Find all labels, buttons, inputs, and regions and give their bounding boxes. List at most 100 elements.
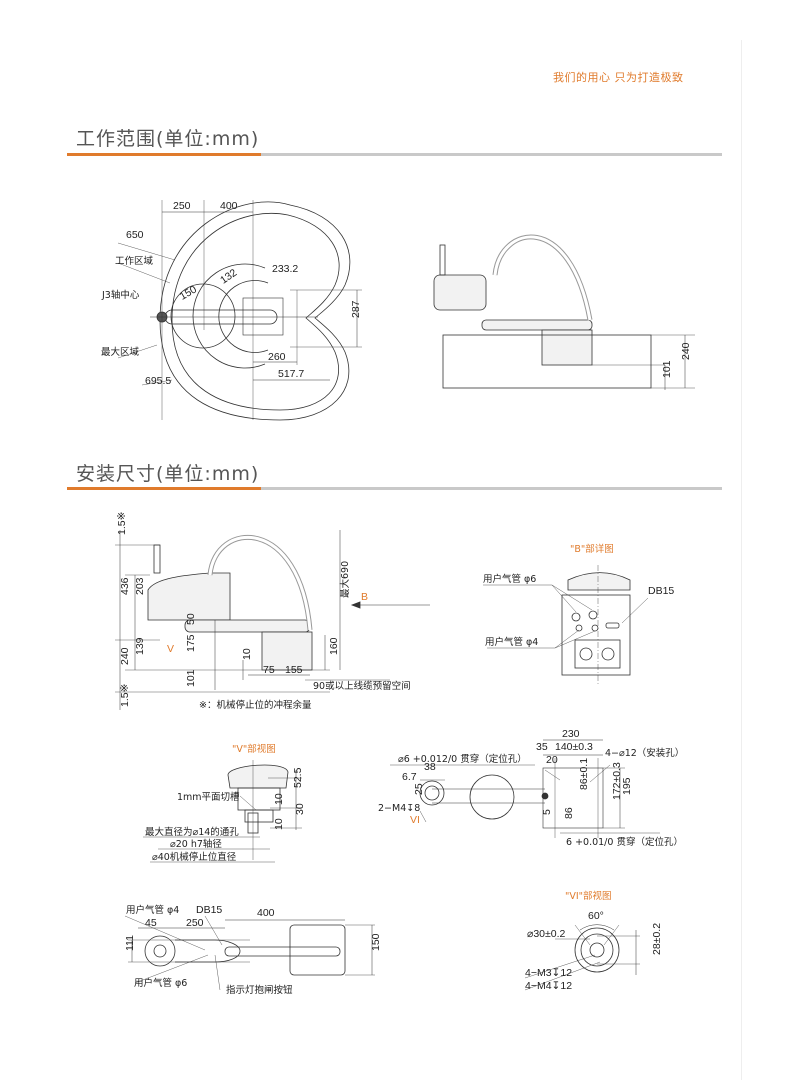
arrow-b-head <box>350 601 361 609</box>
robot-arm-body <box>433 274 487 311</box>
section-rule-accent <box>67 487 261 490</box>
dim-38: 38 <box>424 761 436 773</box>
arrow-b-label: B <box>361 591 368 603</box>
dim-5: 5 <box>541 809 553 815</box>
dim-60-deg: 60° <box>588 910 604 922</box>
base-outline <box>242 297 284 336</box>
z-shaft <box>439 244 446 276</box>
dim-86: 86 <box>563 807 575 819</box>
detail-b-drawing <box>483 565 649 685</box>
air-port-6a <box>571 612 581 622</box>
label-max-area: 最大区域 <box>101 346 140 358</box>
label-work-area: 工作区域 <box>115 255 154 267</box>
dim-240: 240 <box>119 647 131 665</box>
dim-10-bottom: 10 <box>273 818 285 830</box>
slogan: 我们的用心 只为打造极致 <box>553 71 684 84</box>
dim-233-2: 233.2 <box>272 263 298 275</box>
mount-block <box>442 334 652 389</box>
label-m3-holes: 4−M3↧12 <box>525 967 572 979</box>
view-vi-marker: VI <box>410 814 420 826</box>
label-note: ※：机械停止位的冲程余量 <box>199 699 312 711</box>
dim-436: 436 <box>119 577 131 595</box>
robot-base <box>541 329 593 366</box>
label-air-4: 用户气管 φ4 <box>485 636 538 648</box>
label-db15: DB15 <box>196 904 222 916</box>
dim-400: 400 <box>220 200 238 212</box>
dim-250: 250 <box>173 200 191 212</box>
air-port-4a <box>575 624 583 632</box>
dim-45: 45 <box>145 917 157 929</box>
dim-1-5-top: 1.5※ <box>116 511 128 535</box>
dim-203: 203 <box>134 577 146 595</box>
dim-1-5-bottom: 1.5※ <box>119 683 131 707</box>
detail-vi-title: "VI"部视图 <box>565 890 612 902</box>
section-rule <box>67 153 722 156</box>
detail-vi-drawing <box>524 924 640 991</box>
inner-arc <box>192 263 266 369</box>
db15-connector <box>605 622 620 629</box>
label-cable-space: 90或以上线缆预留空间 <box>313 680 411 692</box>
cable <box>492 234 593 321</box>
j2-circle <box>170 283 236 349</box>
dim-260: 260 <box>268 351 286 363</box>
top-install-view-drawing <box>124 915 375 991</box>
label-db15: DB15 <box>648 585 674 597</box>
dim-695-5: 695.5 <box>145 375 171 387</box>
label-flat-groove: 1mm平面切槽 <box>177 791 240 803</box>
dim-160: 160 <box>328 637 340 655</box>
dim-240: 240 <box>680 342 692 360</box>
install-side-view <box>115 530 430 710</box>
dim-30-0-2: ⌀30±0.2 <box>527 928 566 940</box>
max-area-outline <box>159 201 351 421</box>
label-brake-button: 指示灯抱闸按钮 <box>226 984 293 996</box>
label-m4-holes: 4−M4↧12 <box>525 980 572 992</box>
dim-287: 287 <box>350 300 362 318</box>
dim-35: 35 <box>536 741 548 753</box>
label-through-hole: 最大直径为⌀14的通孔 <box>145 826 239 838</box>
detail-b-title: "B"部详图 <box>570 543 614 555</box>
dim-10: 10 <box>241 648 253 660</box>
dim-172: 172±0.3 <box>611 762 623 800</box>
label-j3-center: J3轴中心 <box>101 289 140 301</box>
section-rule-accent <box>67 153 261 156</box>
dim-400: 400 <box>257 907 275 919</box>
label-pin-bottom: 6 +0.01/0 贯穿（定位孔） <box>566 836 683 848</box>
dim-25: 25 <box>413 783 425 795</box>
dim-30: 30 <box>294 803 306 815</box>
label-shaft: ⌀20 h7轴径 <box>170 838 222 850</box>
work-range-side-view <box>433 234 695 390</box>
label-stop-diameter: ⌀40机械停止位直径 <box>152 851 237 863</box>
section-title-install-dims: 安装尺寸(单位:mm) <box>76 463 260 485</box>
dim-50: 50 <box>185 613 197 625</box>
section-rule <box>67 487 722 490</box>
label-air-6: 用户气管 φ6 <box>483 573 536 585</box>
dim-111: 111 <box>124 935 136 951</box>
dim-86-tol: 86±0.1 <box>578 758 590 790</box>
dim-10-top: 10 <box>273 793 285 805</box>
label-m4-holes: 2−M4↧8 <box>378 803 420 814</box>
label-pin-top: ⌀6 +0.012/0 贯穿（定位孔） <box>398 753 527 765</box>
dim-20: 20 <box>546 754 558 766</box>
dim-6-7: 6.7 <box>402 771 417 783</box>
air-port-6b <box>588 610 598 620</box>
dim-140: 140±0.3 <box>555 741 593 753</box>
work-range-top-view <box>117 200 362 421</box>
dim-175: 175 <box>185 634 197 652</box>
work-area-outline <box>171 213 340 411</box>
section-title-work-range: 工作范围(单位:mm) <box>76 128 260 150</box>
dim-150: 150 <box>370 933 382 951</box>
dim-230: 230 <box>562 728 580 740</box>
dim-517-7: 517.7 <box>278 368 304 380</box>
dim-139: 139 <box>134 637 146 655</box>
dim-650: 650 <box>126 229 144 241</box>
page-edge-line <box>741 40 742 1080</box>
label-air-6: 用户气管 φ6 <box>134 977 187 989</box>
dim-28-0-2: 28±0.2 <box>651 923 663 955</box>
detail-v-title: "V"部视图 <box>232 743 276 755</box>
dim-195: 195 <box>621 777 633 795</box>
dim-101: 101 <box>185 669 197 687</box>
dim-101: 101 <box>661 360 673 378</box>
dim-250: 250 <box>186 917 204 929</box>
view-v-marker: V <box>167 643 174 655</box>
